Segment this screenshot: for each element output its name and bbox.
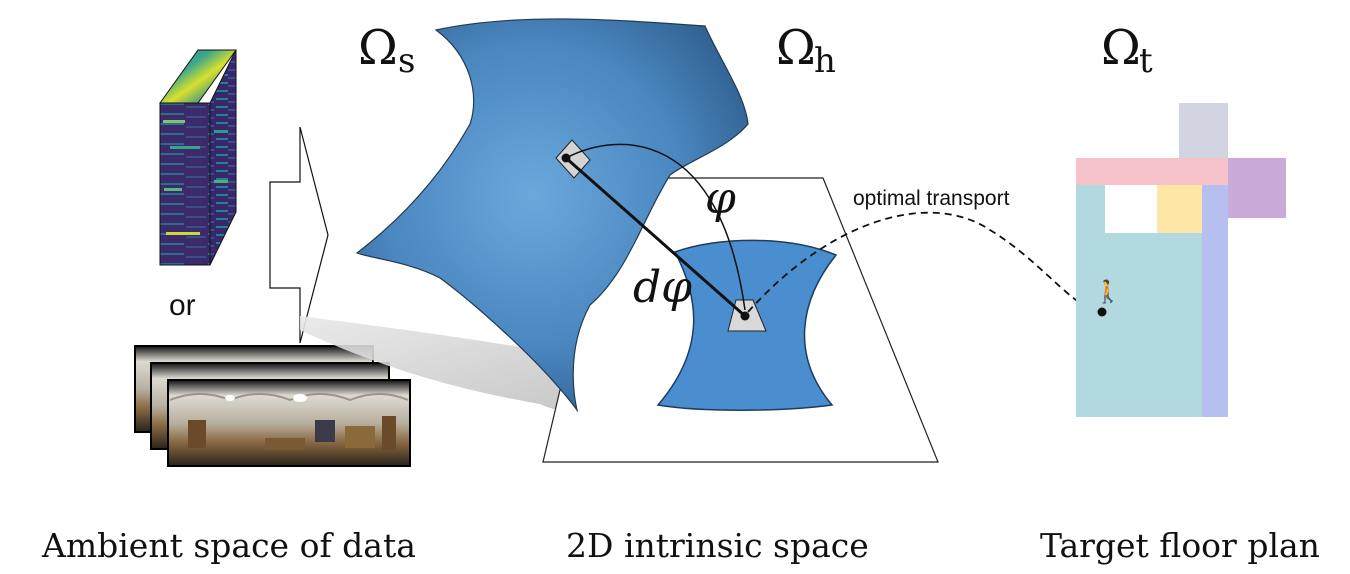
room-gray xyxy=(1179,103,1228,158)
caption-target: Target floor plan xyxy=(1040,526,1320,565)
label-omega-h: Ω h xyxy=(776,20,836,81)
dphi-line xyxy=(565,156,746,318)
label-d-phi: dφ xyxy=(633,262,692,313)
label-omega-t: Ω t xyxy=(1101,20,1153,81)
svg-text:s: s xyxy=(398,41,415,81)
room-corridor xyxy=(1202,185,1228,417)
transport-path xyxy=(747,211,1101,313)
source-manifold xyxy=(355,18,749,412)
caption-intrinsic: 2D intrinsic space xyxy=(566,526,869,565)
caption-ambient: Ambient space of data xyxy=(42,526,416,565)
source-patch xyxy=(555,139,591,179)
label-optimal-transport: optimal transport xyxy=(853,187,1010,210)
svg-text:h: h xyxy=(814,41,836,81)
person-walking-icon: 🚶 xyxy=(1094,279,1121,305)
arrow-outline-icon xyxy=(269,126,329,344)
source-point xyxy=(561,153,571,163)
svg-text:Ω: Ω xyxy=(358,20,398,76)
intrinsic-point xyxy=(740,311,750,321)
floor-point xyxy=(1097,307,1107,317)
floor-plan xyxy=(1076,103,1286,417)
room-yellow xyxy=(1157,185,1202,233)
or-label: or xyxy=(169,289,196,322)
panorama-stack-icon xyxy=(134,345,411,467)
phi-curve xyxy=(565,143,746,311)
svg-text:Ω: Ω xyxy=(1101,20,1141,76)
svg-text:Ω: Ω xyxy=(776,20,816,76)
label-omega-s: Ω s xyxy=(358,20,415,81)
label-phi: φ xyxy=(705,173,736,224)
room-purple xyxy=(1228,158,1286,218)
room-white xyxy=(1105,185,1157,233)
data-cube-icon xyxy=(159,49,237,266)
room-top-strip xyxy=(1076,158,1228,185)
svg-text:t: t xyxy=(1139,41,1153,81)
